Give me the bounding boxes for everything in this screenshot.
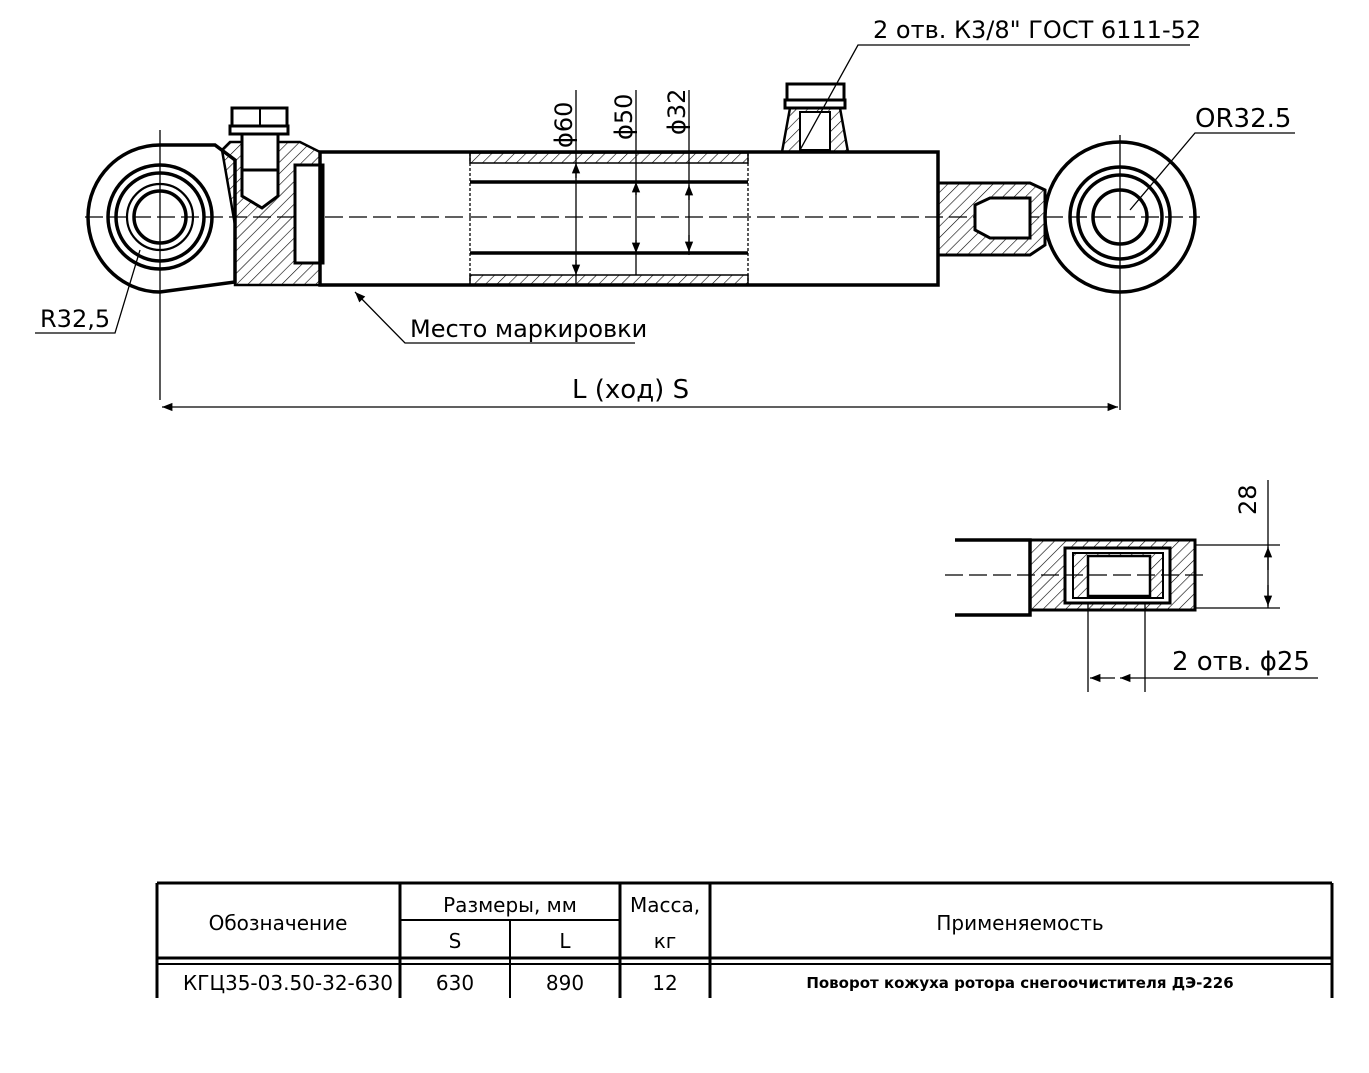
cell-designation: КГЦ35-03.50-32-630 bbox=[183, 971, 393, 995]
right-eye bbox=[1043, 135, 1197, 410]
radius-left-label: R32,5 bbox=[40, 305, 110, 333]
marking-leader bbox=[354, 291, 635, 344]
radius-right-label: OR32.5 bbox=[1195, 104, 1291, 134]
marking-label: Место маркировки bbox=[410, 315, 647, 343]
rod-thread bbox=[973, 196, 1032, 240]
specification-table bbox=[155, 881, 1334, 998]
header-designation: Обозначение bbox=[209, 911, 348, 935]
cell-mass: 12 bbox=[652, 971, 677, 995]
header-mass: Масса, bbox=[630, 893, 700, 917]
cylinder-barrel bbox=[318, 150, 940, 287]
holes-label: 2 отв. ϕ25 bbox=[1172, 647, 1310, 677]
left-eye bbox=[86, 130, 237, 400]
cell-s: 630 bbox=[436, 971, 474, 995]
dim28-label: 28 bbox=[1234, 484, 1262, 515]
header-s: S bbox=[449, 929, 462, 953]
ports-label: 2 отв. К3/8" ГОСТ 6111-52 bbox=[873, 16, 1201, 44]
dia32-label: ϕ32 bbox=[663, 89, 691, 135]
radius-left-leader bbox=[35, 249, 141, 334]
ports-leader bbox=[799, 44, 1190, 151]
cell-application: Поворот кожуха ротора снегоочистителя ДЭ… bbox=[806, 974, 1233, 992]
length-label: L (ход) S bbox=[572, 375, 689, 405]
radius-right-leader bbox=[1129, 132, 1295, 211]
header-mass-unit: кг bbox=[654, 929, 677, 953]
left-port-fitting bbox=[228, 106, 290, 210]
header-application: Применяемость bbox=[936, 911, 1103, 935]
header-l: L bbox=[559, 929, 571, 953]
dia50-label: ϕ50 bbox=[610, 94, 638, 140]
dia60-label: ϕ60 bbox=[550, 102, 578, 148]
right-port-fitting bbox=[780, 82, 850, 154]
cell-l: 890 bbox=[546, 971, 584, 995]
header-dimensions: Размеры, мм bbox=[443, 893, 577, 917]
eye-section-view bbox=[945, 480, 1318, 692]
